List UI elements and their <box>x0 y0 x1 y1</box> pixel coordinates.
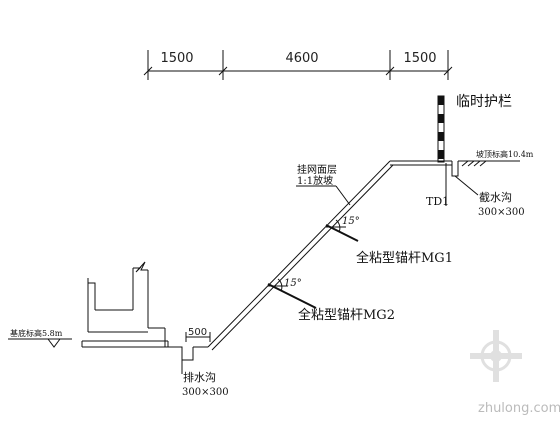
offset-dimension <box>185 332 211 342</box>
offset-value: 500 <box>188 327 207 338</box>
slope-top-ground <box>458 160 520 167</box>
anchor-mg2-label: 全粘型锚杆MG2 <box>298 307 395 323</box>
drain-ditch-label: 排水沟 <box>183 370 216 384</box>
td1-label: TD1 <box>426 195 449 208</box>
drain-ditch-size: 300×300 <box>182 387 229 398</box>
slope-ratio-label: 1:1放坡 <box>297 174 333 187</box>
watermark-text: zhulong.com <box>478 401 560 416</box>
mesh-leader-pointer <box>335 185 351 206</box>
intercept-ditch-leader <box>454 175 479 196</box>
intercept-ditch-label: 截水沟 <box>479 190 512 204</box>
zhulong-logo <box>470 330 522 382</box>
slope-top-elevation: 坡顶标高10.4m <box>476 149 534 159</box>
intercept-ditch-size: 300×300 <box>478 207 525 218</box>
dimension-left: 1500 <box>160 51 193 66</box>
anchor-mg1 <box>325 219 359 242</box>
dimension-line <box>143 50 453 80</box>
anchor-mg1-angle: 15° <box>342 216 360 227</box>
dimension-middle: 4600 <box>285 51 318 66</box>
existing-structure <box>81 261 169 348</box>
base-elevation-marker <box>8 338 72 348</box>
mesh-surface-label: 挂网面层 <box>297 163 337 176</box>
anchor-mg2 <box>267 278 317 309</box>
anchor-mg2-angle: 15° <box>284 278 302 289</box>
guardrail-post <box>437 95 445 163</box>
slope-profile <box>168 160 459 361</box>
dimension-right: 1500 <box>403 51 436 66</box>
base-elevation-label: 基底标高5.8m <box>10 328 63 338</box>
anchor-mg1-label: 全粘型锚杆MG1 <box>356 250 453 266</box>
guardrail-label: 临时护栏 <box>456 94 512 110</box>
